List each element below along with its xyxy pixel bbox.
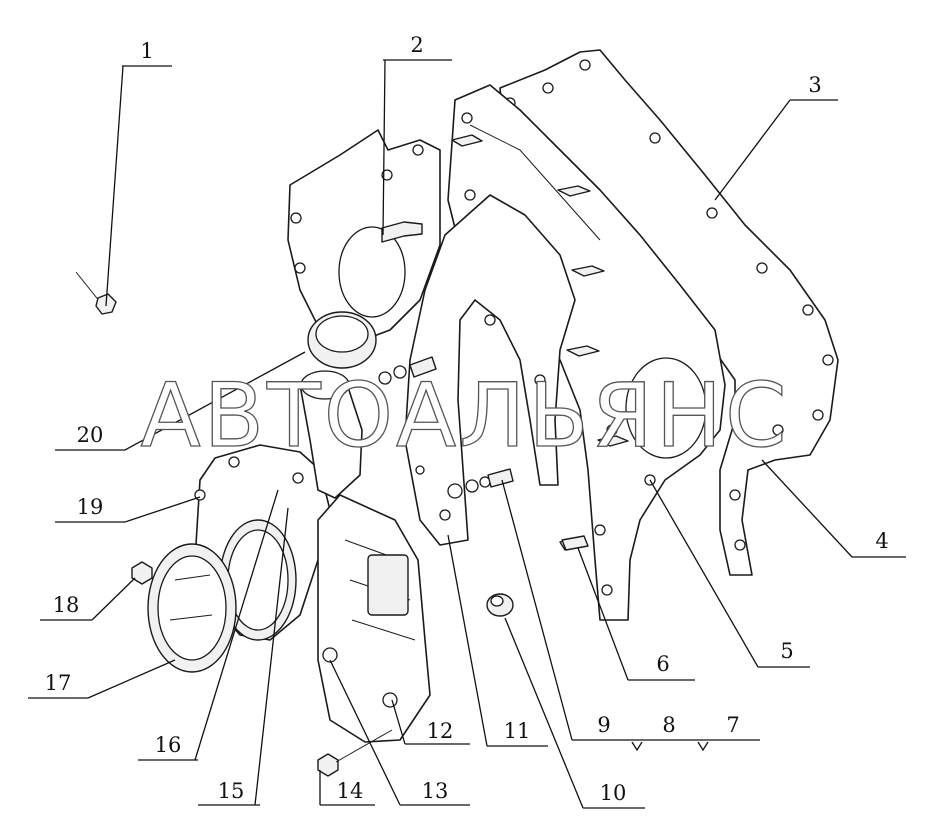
callout-7: 7: [726, 713, 739, 737]
callout-11: 11: [504, 719, 531, 743]
callout-13: 13: [422, 779, 449, 803]
callout-5: 5: [780, 639, 793, 663]
callout-12: 12: [427, 719, 454, 743]
part-11-inner-plate: [404, 194, 576, 546]
callout-3: 3: [808, 73, 821, 97]
callout-20: 20: [77, 423, 104, 447]
callout-4: 4: [875, 529, 888, 553]
callout-15: 15: [218, 779, 245, 803]
part-13-pump-body: [317, 494, 431, 743]
callout-9: 9: [597, 713, 610, 737]
part-6-pin: [561, 535, 589, 551]
callout-16: 16: [155, 733, 182, 757]
watermark-text: АВТОАЛЬЯНС: [140, 364, 789, 467]
callout-18: 18: [53, 593, 80, 617]
callout-1: 1: [140, 39, 153, 63]
callout-8: 8: [662, 713, 675, 737]
washer-set-upper: [378, 356, 437, 385]
leader-lines: [28, 59, 906, 809]
callout-19: 19: [77, 495, 104, 519]
callout-6: 6: [656, 652, 669, 676]
parts-7-9-bolt-washers: [447, 468, 514, 499]
neck-tube: [299, 370, 363, 499]
bolt-set: [381, 134, 629, 551]
callout-17: 17: [45, 671, 72, 695]
part-20-cap: [307, 311, 377, 369]
part-1-screw: [75, 271, 117, 315]
callout-2: 2: [410, 33, 423, 57]
callout-labels: 1 2 3 4 5 6 7 8 9 10 11 12 13 14 15 16 1…: [45, 33, 889, 805]
part-17-seal: [147, 543, 237, 673]
cover-plate: [287, 129, 441, 346]
callout-14: 14: [337, 779, 364, 803]
part-14-bolt: [317, 729, 393, 777]
callout-10: 10: [600, 781, 627, 805]
part-18-nut: [131, 561, 153, 585]
part-10-dowel: [486, 593, 514, 617]
